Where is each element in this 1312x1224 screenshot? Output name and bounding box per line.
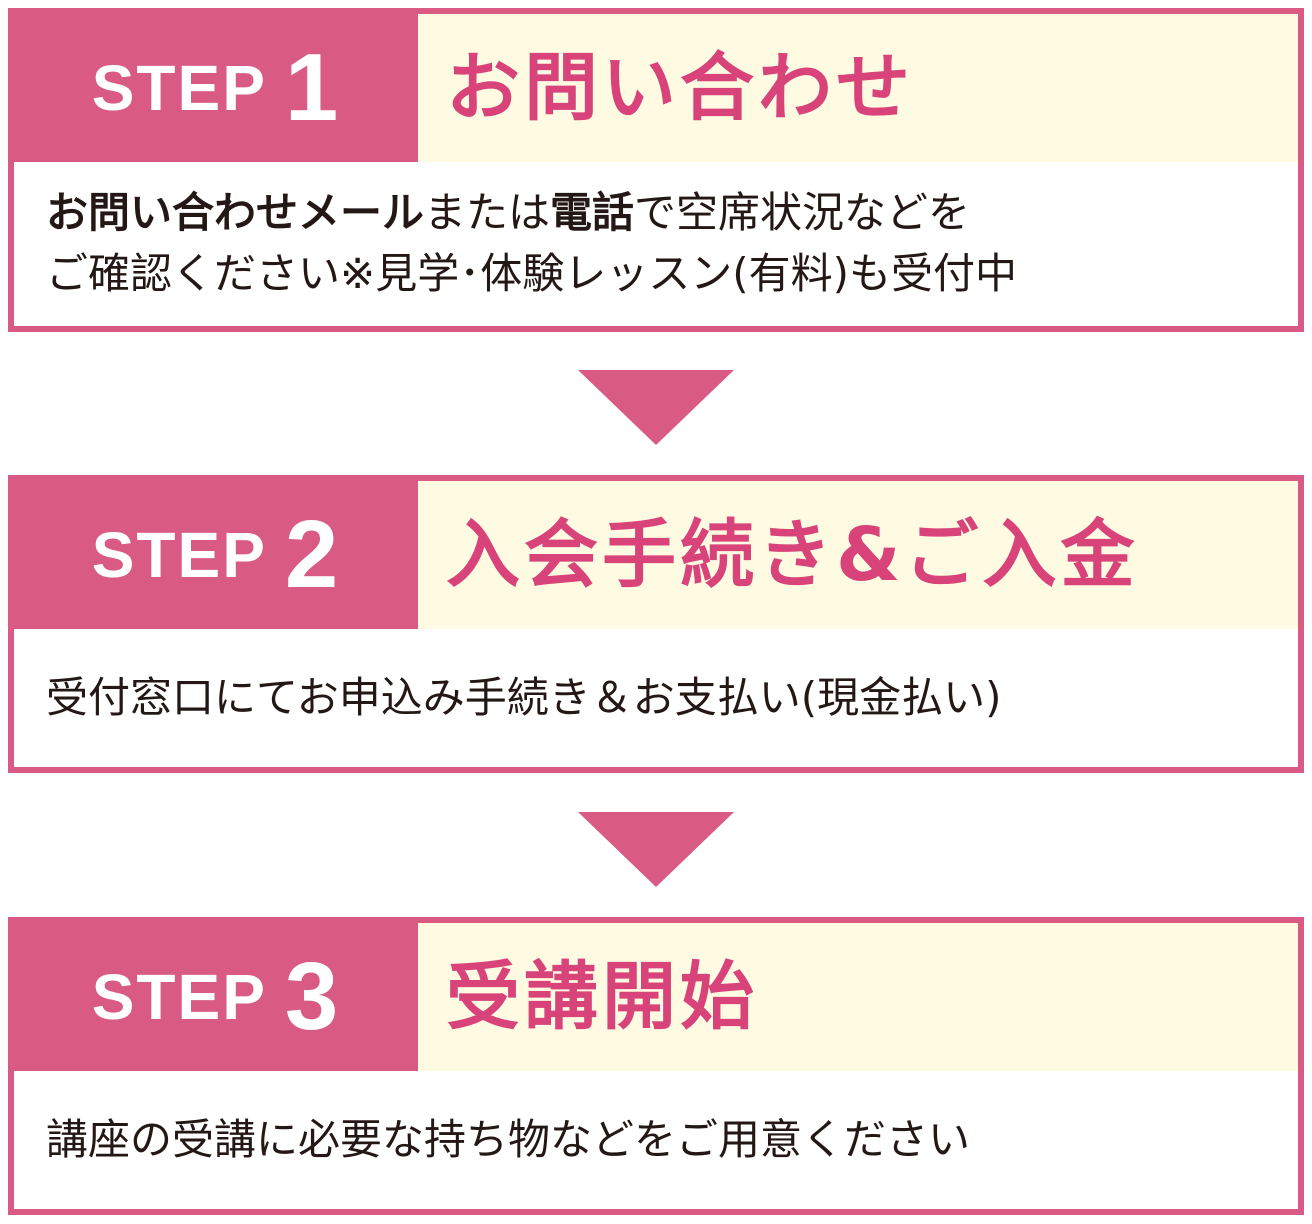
step-2-number: 2 (284, 501, 341, 608)
step-1-title: お問い合わせ (446, 45, 914, 131)
step-2-title: 入会手続き&ご入金 (446, 512, 1139, 598)
step-2-body-line-1: 受付窓口にてお申込み手続き＆お支払い(現金払い) (46, 672, 1002, 722)
step-2-body: 受付窓口にてお申込み手続き＆お支払い(現金払い) (14, 629, 1298, 767)
step-1-body-line-1: お問い合わせメールまたは電話で空席状況などを (46, 183, 1274, 244)
step-1-header: STEP 1 お問い合わせ (14, 14, 1298, 162)
step-3-body: 講座の受講に必要な持ち物などをご用意ください (14, 1071, 1298, 1209)
step-1-badge: STEP 1 (14, 14, 418, 162)
step-2-label: STEP (91, 519, 267, 591)
step-2-header: STEP 2 入会手続き&ご入金 (14, 481, 1298, 629)
step-3-header: STEP 3 受講開始 (14, 923, 1298, 1071)
step-1-title-box: お問い合わせ (418, 14, 1298, 162)
step-3-card: STEP 3 受講開始 講座の受講に必要な持ち物などをご用意ください (8, 917, 1304, 1215)
step-3-body-line-1: 講座の受講に必要な持ち物などをご用意ください (46, 1114, 971, 1164)
step-3-title: 受講開始 (446, 954, 758, 1040)
step-1-label: STEP (91, 52, 267, 124)
step-3-number: 3 (284, 943, 341, 1050)
step-1-body-bold-1: お問い合わせメール (46, 188, 425, 238)
step-3-label: STEP (91, 961, 267, 1033)
step-2-badge: STEP 2 (14, 481, 418, 629)
step-1-body-text-1: または (424, 188, 551, 238)
step-1-number: 1 (284, 34, 341, 141)
step-1-card: STEP 1 お問い合わせ お問い合わせメールまたは電話で空席状況などを ご確認… (8, 8, 1304, 332)
step-3-badge: STEP 3 (14, 923, 418, 1071)
step-2-title-box: 入会手続き&ご入金 (418, 481, 1298, 629)
step-1-body-text-2: で空席状況などを (634, 188, 971, 238)
down-triangle-icon (578, 812, 734, 887)
step-3-title-box: 受講開始 (418, 923, 1298, 1071)
down-triangle-icon (578, 370, 734, 445)
step-2-card: STEP 2 入会手続き&ご入金 受付窓口にてお申込み手続き＆お支払い(現金払い… (8, 475, 1304, 773)
step-1-body-line-2: ご確認ください※見学･体験レッスン(有料)も受付中 (46, 249, 1017, 298)
step-1-body-bold-2: 電話 (550, 188, 635, 238)
step-1-body: お問い合わせメールまたは電話で空席状況などを ご確認ください※見学･体験レッスン… (14, 162, 1298, 326)
